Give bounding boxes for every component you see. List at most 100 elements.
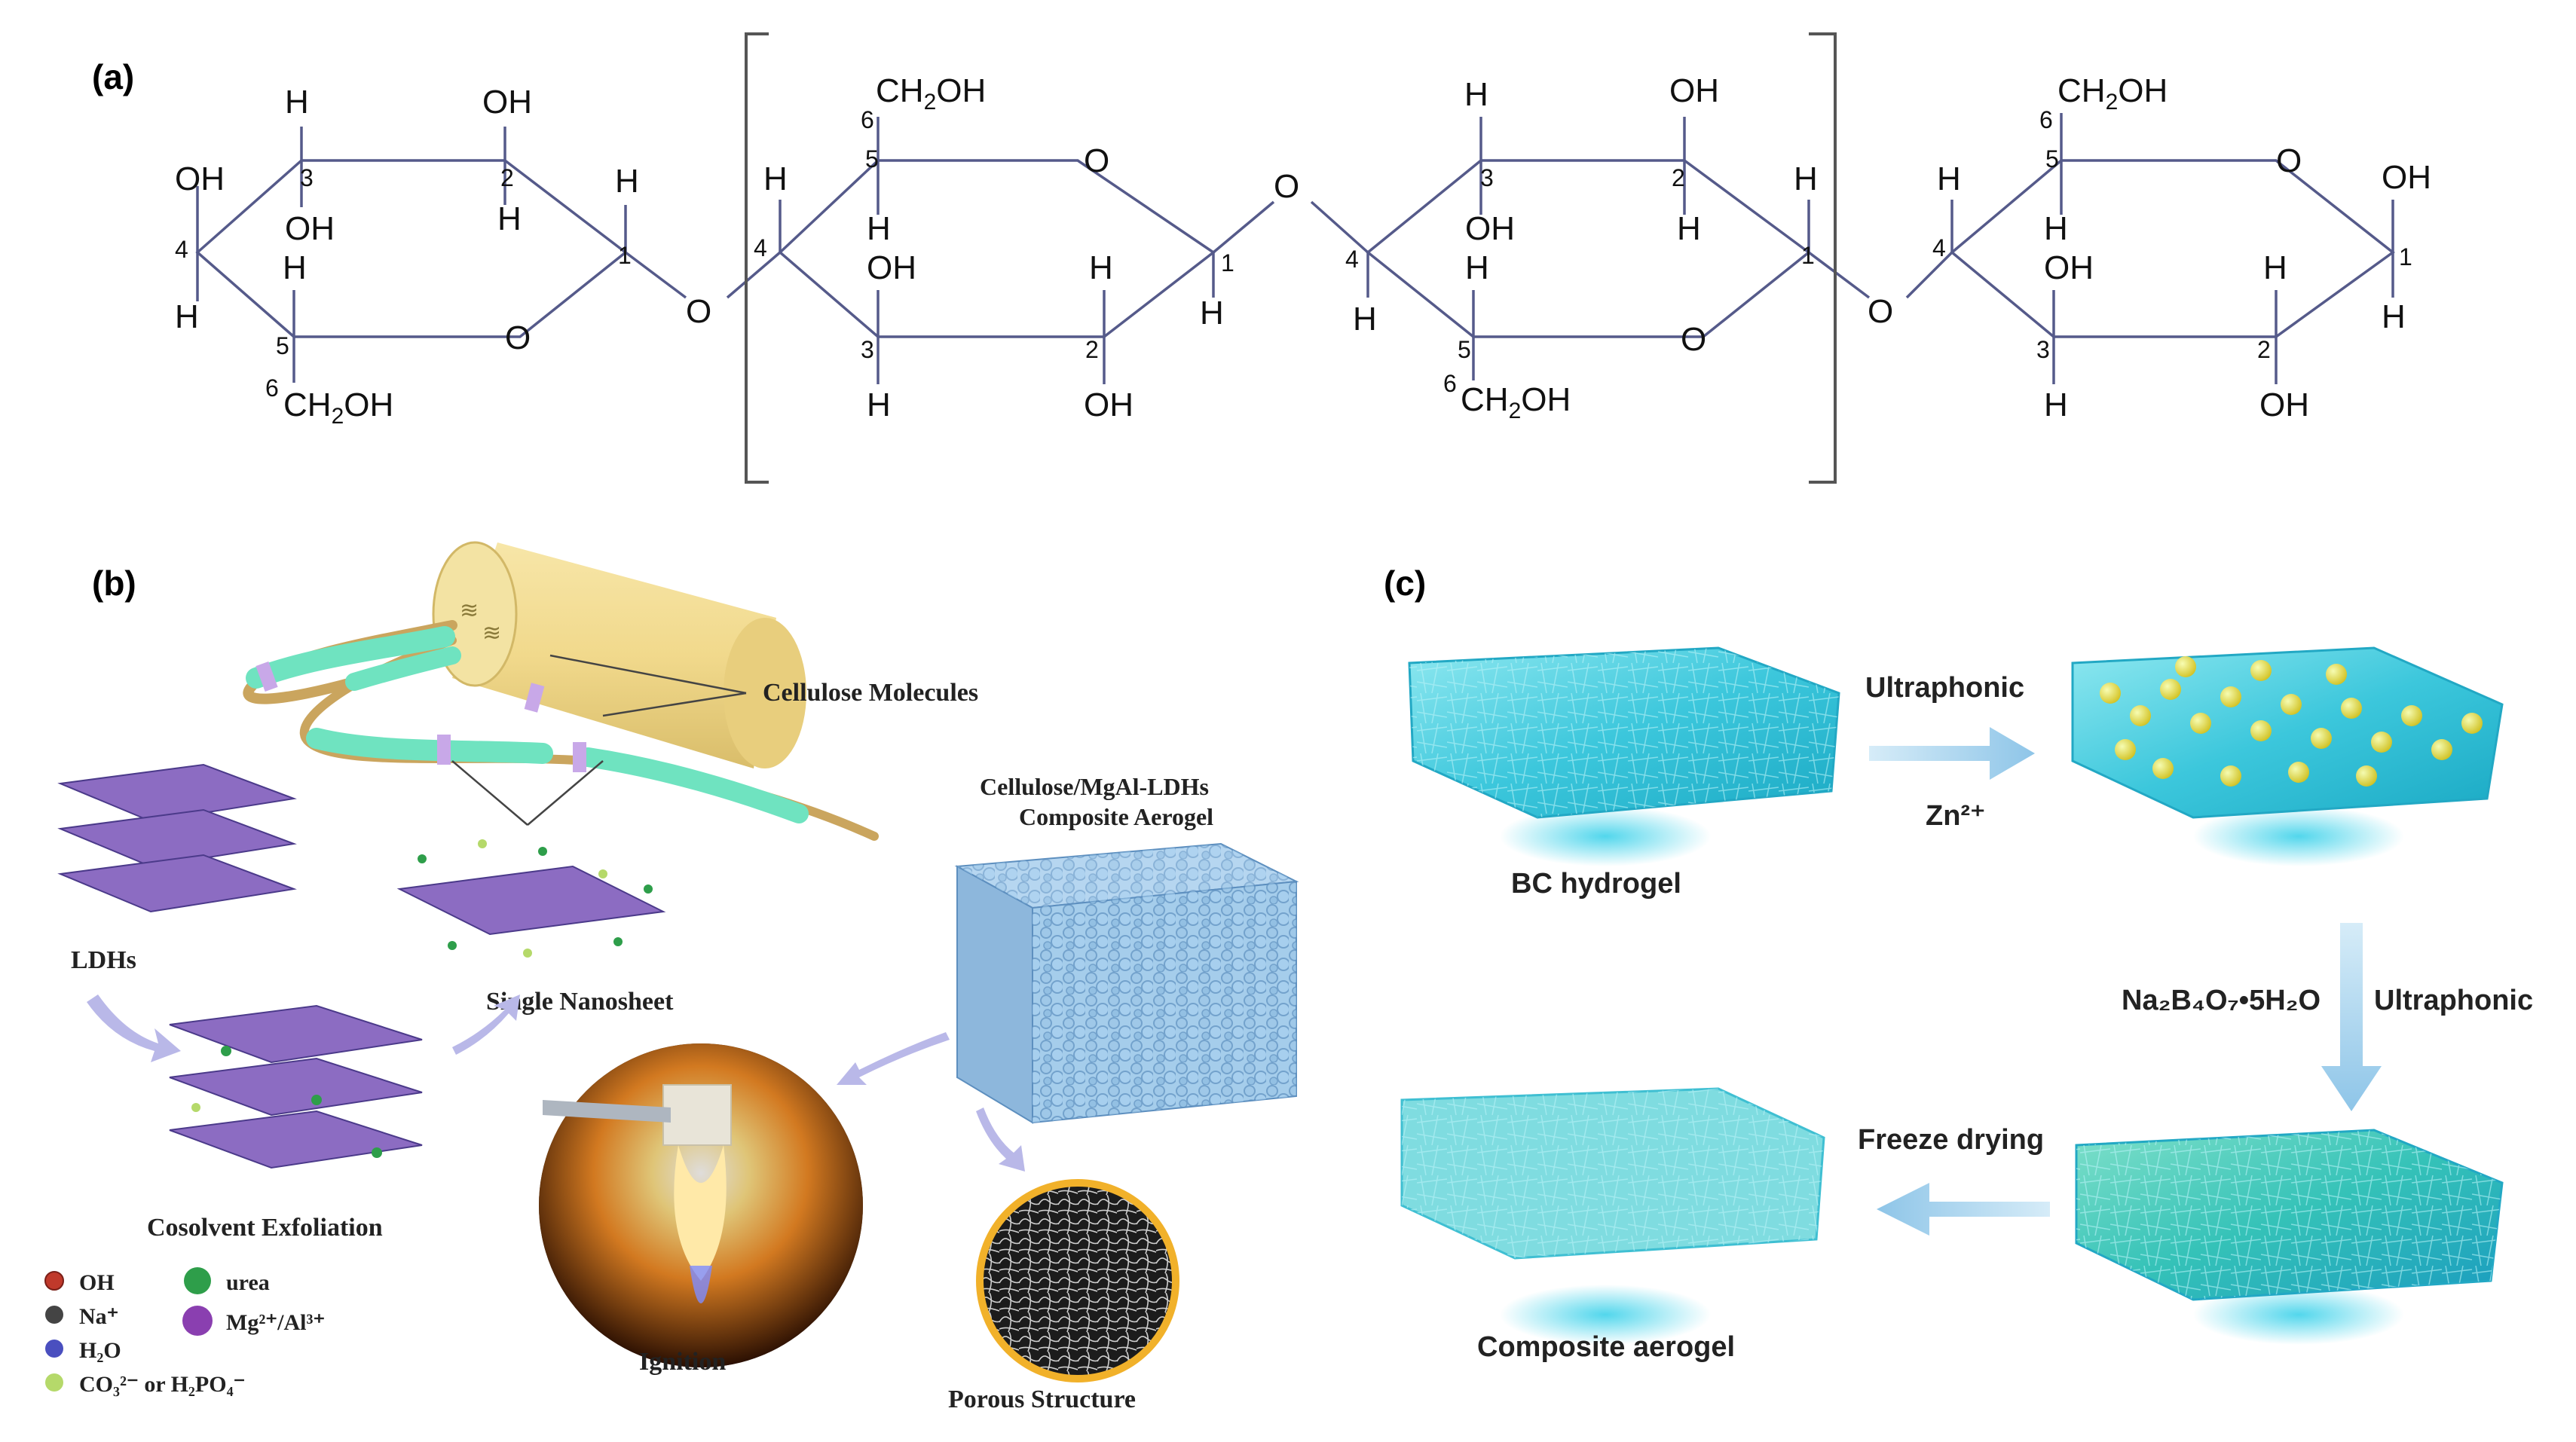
svg-text:1: 1 — [1221, 249, 1234, 276]
svg-text:CH2OH: CH2OH — [2057, 72, 2168, 115]
composite-aerogel-block — [1400, 1087, 1825, 1345]
ignition-photo — [539, 1043, 863, 1367]
svg-text:1: 1 — [1801, 242, 1815, 269]
svg-text:4: 4 — [175, 236, 188, 263]
svg-text:4: 4 — [1345, 246, 1359, 273]
panel-b: (b) ≋ ≋ Cellulose M — [44, 541, 1299, 1413]
svg-text:H: H — [1200, 295, 1224, 331]
svg-text:O: O — [1274, 168, 1299, 205]
svg-text:3: 3 — [2036, 336, 2050, 363]
zn-label: Zn²⁺ — [1926, 800, 1985, 832]
composite-aerogel-line1: Cellulose/MgAl-LDHs — [980, 773, 1209, 800]
svg-text:5: 5 — [2045, 145, 2059, 173]
svg-text:O: O — [1084, 142, 1109, 179]
ultraphonic-label-2: Ultraphonic — [2374, 985, 2533, 1016]
panel-a-label: (a) — [92, 57, 134, 96]
arrow-freeze-drying — [1877, 1183, 2050, 1236]
svg-text:H: H — [497, 200, 522, 237]
svg-text:H: H — [2044, 210, 2068, 247]
svg-text:H: H — [175, 298, 199, 335]
svg-text:H: H — [2044, 386, 2068, 423]
cellulose-structure-bonds — [195, 113, 2395, 384]
legend-mg-al-icon — [182, 1306, 213, 1336]
svg-text:H: H — [2263, 249, 2287, 286]
svg-text:H: H — [1089, 249, 1113, 286]
panel-a: (a) — [92, 32, 2431, 484]
composite-aerogel-line2: Composite Aerogel — [1019, 803, 1213, 830]
svg-text:2: 2 — [500, 164, 514, 191]
svg-text:OH: OH — [1084, 386, 1134, 423]
arrow-borax-ultraphonic — [2321, 923, 2382, 1111]
panel-c: (c) BC hydrogel Ultraphonic Zn²⁺ — [1384, 564, 2533, 1363]
svg-text:H: H — [283, 249, 307, 286]
ignition-label: Ignition — [639, 1348, 726, 1376]
svg-text:OH: OH — [2044, 249, 2094, 286]
exfoliated-stack — [169, 1004, 423, 1169]
svg-text:3: 3 — [300, 164, 314, 191]
atom-labels: H OH OH 3 2 H OH H 4 1 H H 5 O O 6 CH2OH… — [175, 72, 2431, 429]
svg-text:OH: OH — [1669, 72, 1719, 109]
freeze-drying-label: Freeze drying — [1858, 1124, 2044, 1156]
svg-text:2: 2 — [1085, 336, 1099, 363]
porous-structure-label: Porous Structure — [948, 1385, 1136, 1413]
svg-text:OH: OH — [285, 210, 335, 247]
svg-text:6: 6 — [2039, 106, 2053, 133]
svg-text:H: H — [1464, 76, 1488, 113]
svg-text:5: 5 — [865, 145, 879, 173]
arrow-aerogel-to-porous — [976, 1107, 1025, 1172]
arrow-ldhs-to-exfoliation — [87, 994, 181, 1062]
svg-text:OH: OH — [175, 160, 225, 197]
svg-text:OH: OH — [2259, 386, 2309, 423]
svg-text:H₂O: H₂O — [79, 1338, 121, 1363]
porous-structure-sem — [976, 1179, 1179, 1382]
cosolvent-exfoliation-label: Cosolvent Exfoliation — [147, 1214, 383, 1242]
svg-text:H: H — [867, 386, 891, 423]
svg-text:OH: OH — [482, 84, 532, 121]
svg-text:4: 4 — [1932, 234, 1946, 261]
svg-text:H: H — [1465, 249, 1489, 286]
svg-text:6: 6 — [861, 106, 874, 133]
legend-na-icon — [45, 1306, 63, 1324]
svg-text:H: H — [1937, 160, 1961, 197]
bc-hydrogel-block — [1408, 646, 1840, 866]
repeat-bracket-left — [745, 32, 769, 484]
svg-text:OH: OH — [1465, 210, 1515, 247]
legend-urea-icon — [184, 1267, 211, 1294]
svg-text:H: H — [285, 84, 309, 121]
svg-text:O: O — [505, 319, 531, 356]
svg-text:H: H — [867, 210, 891, 247]
arrow-exfoliation-to-nanosheet — [452, 994, 520, 1055]
svg-text:CO₃²⁻ or H₂PO₄⁻: CO₃²⁻ or H₂PO₄⁻ — [79, 1372, 245, 1397]
svg-text:3: 3 — [1480, 164, 1494, 191]
svg-text:Na⁺: Na⁺ — [79, 1304, 119, 1329]
svg-text:H: H — [1677, 210, 1701, 247]
svg-text:2: 2 — [1672, 164, 1685, 191]
svg-text:OH: OH — [79, 1270, 115, 1295]
bc-hydrogel-label: BC hydrogel — [1511, 868, 1681, 900]
svg-text:Mg²⁺/Al³⁺: Mg²⁺/Al³⁺ — [226, 1310, 325, 1335]
single-nanosheet — [396, 839, 666, 958]
repeat-bracket-right — [1809, 32, 1837, 484]
svg-text:H: H — [763, 160, 788, 197]
zinc-borate-block — [2075, 1129, 2504, 1345]
svg-text:2: 2 — [2257, 336, 2271, 363]
arrow-ultraphonic-zn — [1869, 727, 2035, 780]
svg-text:CH2OH: CH2OH — [283, 386, 393, 429]
svg-text:O: O — [1681, 321, 1706, 358]
borax-label: Na₂B₄O₇•5H₂O — [2122, 985, 2321, 1016]
legend-h2o-icon — [45, 1340, 63, 1358]
svg-text:OH: OH — [2382, 159, 2431, 196]
svg-text:O: O — [2276, 142, 2302, 179]
svg-text:4: 4 — [754, 234, 767, 261]
svg-text:≋: ≋ — [460, 597, 479, 624]
ion-legend: OH Na⁺ H₂O CO₃²⁻ or H₂PO₄⁻ urea Mg²⁺/Al³… — [44, 1267, 325, 1397]
svg-text:1: 1 — [618, 242, 632, 269]
cellulose-fibril-cylinder: ≋ ≋ — [432, 541, 806, 768]
svg-text:H: H — [615, 163, 639, 200]
svg-text:3: 3 — [861, 336, 874, 363]
svg-text:H: H — [2382, 298, 2406, 335]
process-arrows-b — [87, 994, 1025, 1172]
svg-text:5: 5 — [1458, 336, 1471, 363]
svg-text:H: H — [1353, 301, 1377, 338]
svg-text:O: O — [686, 293, 711, 330]
